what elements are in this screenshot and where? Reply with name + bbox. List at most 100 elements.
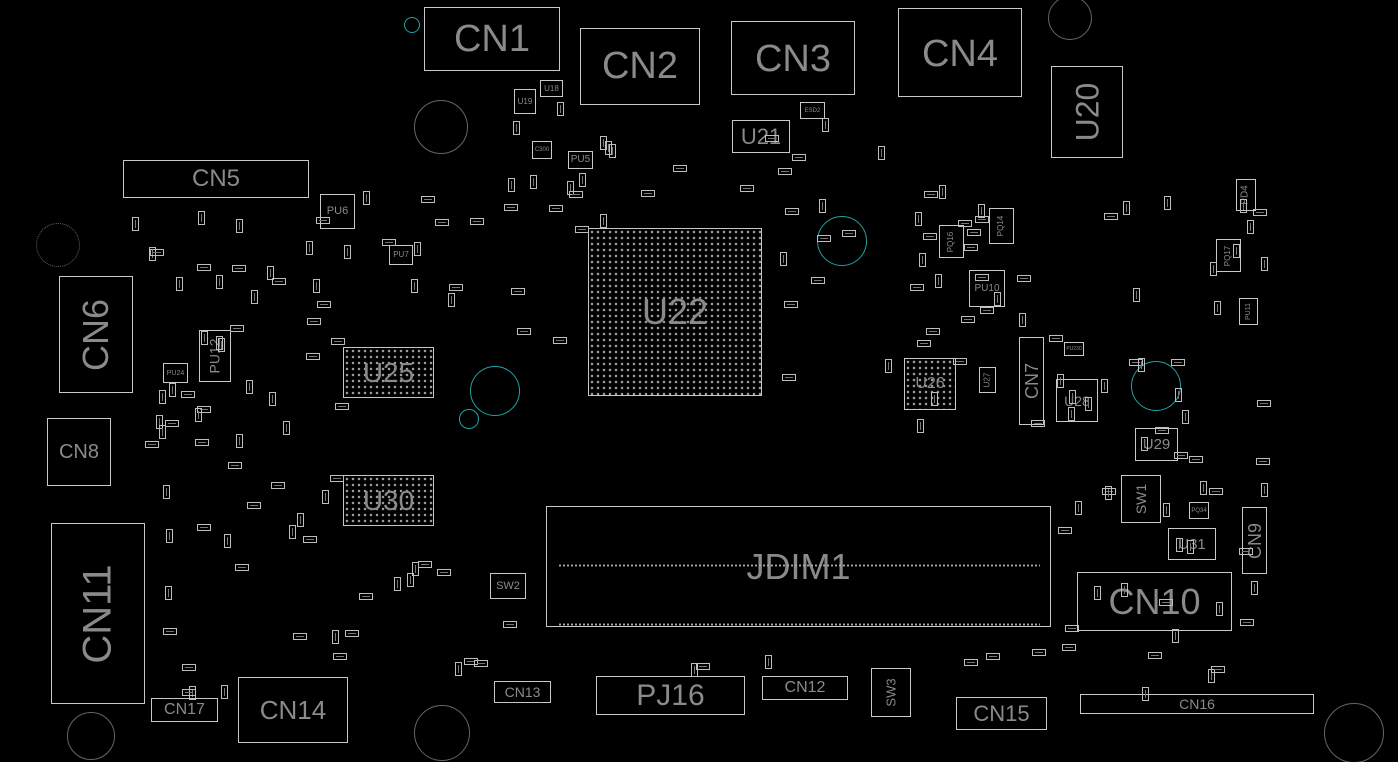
passive-pad — [1121, 582, 1129, 597]
component-u26[interactable]: U26 — [904, 358, 956, 410]
passive-pad — [246, 380, 253, 395]
passive-pad — [447, 292, 455, 307]
component-sw1[interactable]: SW1 — [1121, 475, 1161, 523]
passive-pad — [884, 359, 892, 374]
component-pu12[interactable]: PU12 — [199, 330, 231, 382]
passive-pad — [811, 276, 826, 284]
component-sw2[interactable]: SW2 — [490, 573, 526, 599]
teal-via-ring — [1131, 361, 1181, 411]
passive-pad — [1103, 212, 1118, 220]
component-cn14[interactable]: CN14 — [238, 677, 348, 743]
passive-pad — [332, 652, 347, 660]
component-pu6[interactable]: PU6 — [320, 194, 355, 229]
passive-pad — [1210, 261, 1218, 276]
passive-pad — [1068, 390, 1076, 405]
passive-pad — [599, 214, 607, 229]
component-u30[interactable]: U30 — [343, 475, 434, 526]
passive-pad — [1093, 586, 1101, 601]
component-pj16[interactable]: PJ16 — [596, 676, 745, 715]
teal-via-ring — [404, 17, 420, 33]
passive-pad — [1065, 625, 1080, 633]
component-esd2[interactable]: ESD2 — [800, 102, 825, 119]
passive-pad — [792, 154, 807, 162]
component-cn11[interactable]: CN11 — [51, 523, 145, 704]
component-label: PU10 — [974, 282, 1000, 294]
passive-pad — [335, 403, 350, 411]
passive-pad — [406, 573, 414, 588]
component-pq34[interactable]: PQ34 — [1189, 502, 1209, 519]
component-u27[interactable]: U27 — [979, 367, 996, 393]
component-label: U19 — [517, 96, 533, 106]
passive-pad — [922, 232, 937, 240]
passive-pad — [917, 419, 925, 434]
passive-pad — [1031, 419, 1046, 427]
component-pq17[interactable]: PQ17 — [1216, 239, 1241, 272]
passive-pad — [1239, 199, 1247, 214]
passive-pad — [163, 627, 178, 635]
passive-pad — [1261, 256, 1269, 271]
component-cn1[interactable]: CN1 — [424, 7, 560, 71]
component-pu24[interactable]: PU24 — [163, 363, 188, 383]
dimm-pin-row — [558, 564, 1040, 567]
passive-pad — [917, 340, 932, 348]
component-pq16[interactable]: PQ16 — [939, 225, 964, 258]
passive-pad — [1100, 378, 1108, 393]
component-u29[interactable]: U29 — [1135, 428, 1178, 461]
component-cn13[interactable]: CN13 — [494, 681, 551, 703]
passive-pad — [163, 485, 171, 500]
teal-via-ring — [459, 409, 479, 429]
component-cn8[interactable]: CN8 — [47, 418, 111, 486]
passive-pad — [926, 328, 941, 336]
component-cn16[interactable]: CN16 — [1080, 694, 1314, 714]
passive-pad — [236, 218, 244, 233]
component-cn12[interactable]: CN12 — [762, 676, 848, 700]
component-cn6[interactable]: CN6 — [59, 276, 133, 393]
passive-pad — [344, 244, 352, 259]
component-u20[interactable]: U20 — [1051, 66, 1123, 158]
component-cn17[interactable]: CN17 — [151, 698, 218, 722]
passive-pad — [578, 173, 586, 188]
component-u19[interactable]: U19 — [514, 89, 536, 114]
component-cn9[interactable]: CN9 — [1242, 507, 1267, 574]
component-sw3[interactable]: SW3 — [871, 668, 911, 717]
component-pu10[interactable]: PU10 — [969, 270, 1005, 307]
component-pu11[interactable]: PU11 — [1239, 298, 1258, 325]
passive-pad — [924, 191, 939, 199]
passive-pad — [175, 277, 183, 292]
passive-pad — [217, 338, 225, 353]
passive-pad — [197, 211, 205, 226]
component-cn7[interactable]: CN7 — [1019, 337, 1044, 425]
component-pu7[interactable]: PU7 — [389, 245, 413, 265]
component-cn5[interactable]: CN5 — [123, 160, 309, 198]
component-u22[interactable]: U22 — [588, 228, 762, 396]
component-label: U30 — [362, 484, 415, 516]
passive-pad — [195, 407, 203, 422]
component-u31[interactable]: U31 — [1168, 528, 1216, 560]
passive-pad — [267, 265, 275, 280]
passive-pad — [1213, 301, 1221, 316]
passive-pad — [1105, 485, 1113, 500]
passive-pad — [963, 658, 978, 666]
passive-pad — [1251, 580, 1259, 595]
passive-pad — [605, 140, 613, 155]
component-cn15[interactable]: CN15 — [956, 697, 1047, 730]
passive-pad — [1140, 436, 1148, 451]
component-u21[interactable]: U21 — [732, 120, 790, 153]
passive-pad — [1057, 526, 1072, 534]
component-cn10[interactable]: CN10 — [1077, 572, 1232, 631]
component-label: CN4 — [921, 33, 999, 75]
component-pu5[interactable]: PU5 — [568, 151, 593, 169]
component-pu230[interactable]: PU230 — [1064, 342, 1084, 356]
component-u18[interactable]: U18 — [540, 80, 563, 97]
component-c300[interactable]: C300 — [532, 141, 552, 159]
component-cn2[interactable]: CN2 — [580, 28, 700, 105]
component-label: C300 — [534, 147, 550, 153]
component-pq14[interactable]: PQ14 — [989, 208, 1014, 244]
passive-pad — [556, 102, 564, 117]
component-u25[interactable]: U25 — [343, 347, 434, 398]
passive-pad — [1261, 483, 1269, 498]
component-cn3[interactable]: CN3 — [731, 21, 855, 95]
component-cn4[interactable]: CN4 — [898, 8, 1022, 97]
passive-pad — [819, 199, 827, 214]
